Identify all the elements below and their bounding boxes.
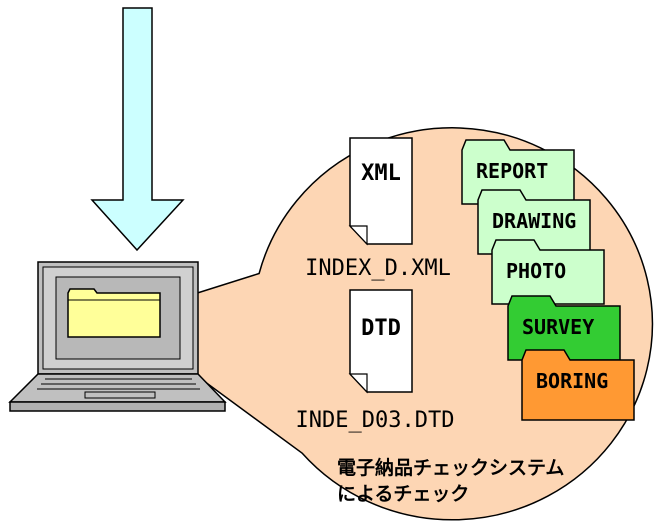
caption-line-1: 電子納品チェックシステム [337,456,564,479]
down-arrow [90,7,185,252]
xml-icon-label: XML [361,161,401,186]
folder-drawing: DRAWING [477,189,591,255]
dtd-filename: INDE_D03.DTD [296,408,455,433]
folder-survey: SURVEY [507,295,621,361]
xml-document-icon [348,137,413,246]
folder-shape [521,349,635,421]
dtd-icon-label: DTD [361,316,401,341]
folder-photo: PHOTO [491,239,605,305]
folder-report: REPORT [461,139,575,205]
xml-filename: INDEX_D.XML [305,256,451,281]
folder-stack: REPORT DRAWING PHOTO SURVEY BORING [461,139,635,421]
folder-icon [67,288,161,338]
dtd-document-icon [348,289,413,394]
folder-label: PHOTO [506,259,566,283]
folder-label: SURVEY [522,315,594,339]
folder-boring: BORING [521,349,635,421]
folder-label: REPORT [476,159,548,183]
folder-label: BORING [536,369,608,393]
folder-label: DRAWING [492,209,576,233]
caption-line-2: によるチェック [337,483,469,505]
